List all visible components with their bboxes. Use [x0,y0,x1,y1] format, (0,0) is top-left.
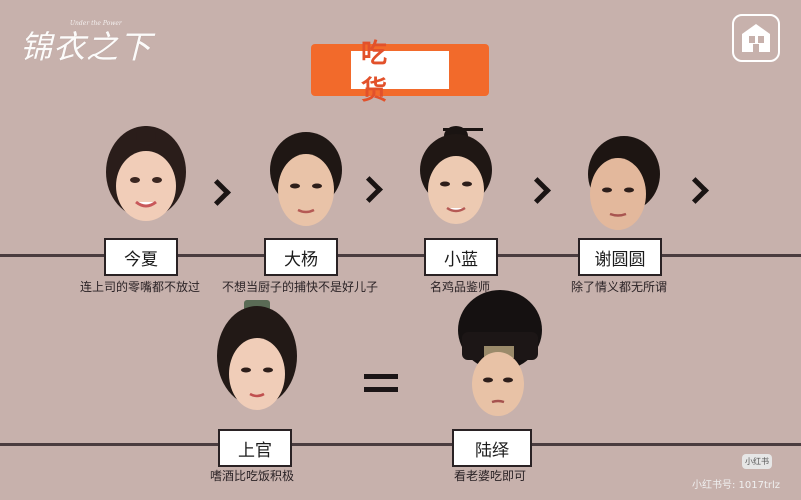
name-label: 陆绎 [475,440,509,461]
chevron-right-icon [682,177,709,204]
name-label: 谢圆圆 [594,249,646,270]
name-box: 陆绎 [452,429,532,467]
equals-sign-icon [364,374,398,392]
character-description: 看老婆吃即可 [453,469,526,483]
name-box: 小蓝 [424,238,498,276]
chevron-right-icon [204,179,231,206]
name-box: 大杨 [264,238,338,276]
character-description: 不想当厨子的捕快不是好儿子 [221,280,378,294]
chevron-right-icon [524,177,551,204]
name-box: 谢圆圆 [578,238,662,276]
house-window-icon [732,14,780,62]
face-portrait-icon [212,298,302,422]
name-label: 今夏 [124,249,158,270]
title-banner: 吃 货 [311,39,489,106]
watermark-text: 小红书号: 1017trlz [692,480,781,491]
show-logo: 锦衣之下 [20,28,153,66]
chevron-right-icon [356,176,383,203]
equals-bar-bottom [364,387,398,392]
face-portrait-icon [103,124,189,224]
show-logo-subtitle: Under the Power [70,20,122,27]
timeline-row-2 [0,443,801,446]
character-description: 嗜酒比吃饭积极 [209,469,294,483]
face-portrait-icon [413,122,499,224]
watermark-badge: 小红书 [742,454,772,469]
face-portrait-icon [263,130,349,230]
equals-bar-top [364,374,398,379]
character-description: 名鸡品鉴师 [429,280,490,294]
banner-title: 吃 货 [361,39,398,106]
character-description: 连上司的零嘴都不放过 [79,280,200,294]
timeline-row-1 [0,254,801,257]
name-box: 今夏 [104,238,178,276]
name-label: 大杨 [284,249,318,270]
name-label: 上官 [238,440,272,461]
character-description: 除了情义都无所谓 [570,280,667,294]
face-portrait-icon [578,134,664,234]
name-box: 上官 [218,429,292,467]
face-portrait-icon [452,288,544,422]
name-label: 小蓝 [444,249,478,270]
